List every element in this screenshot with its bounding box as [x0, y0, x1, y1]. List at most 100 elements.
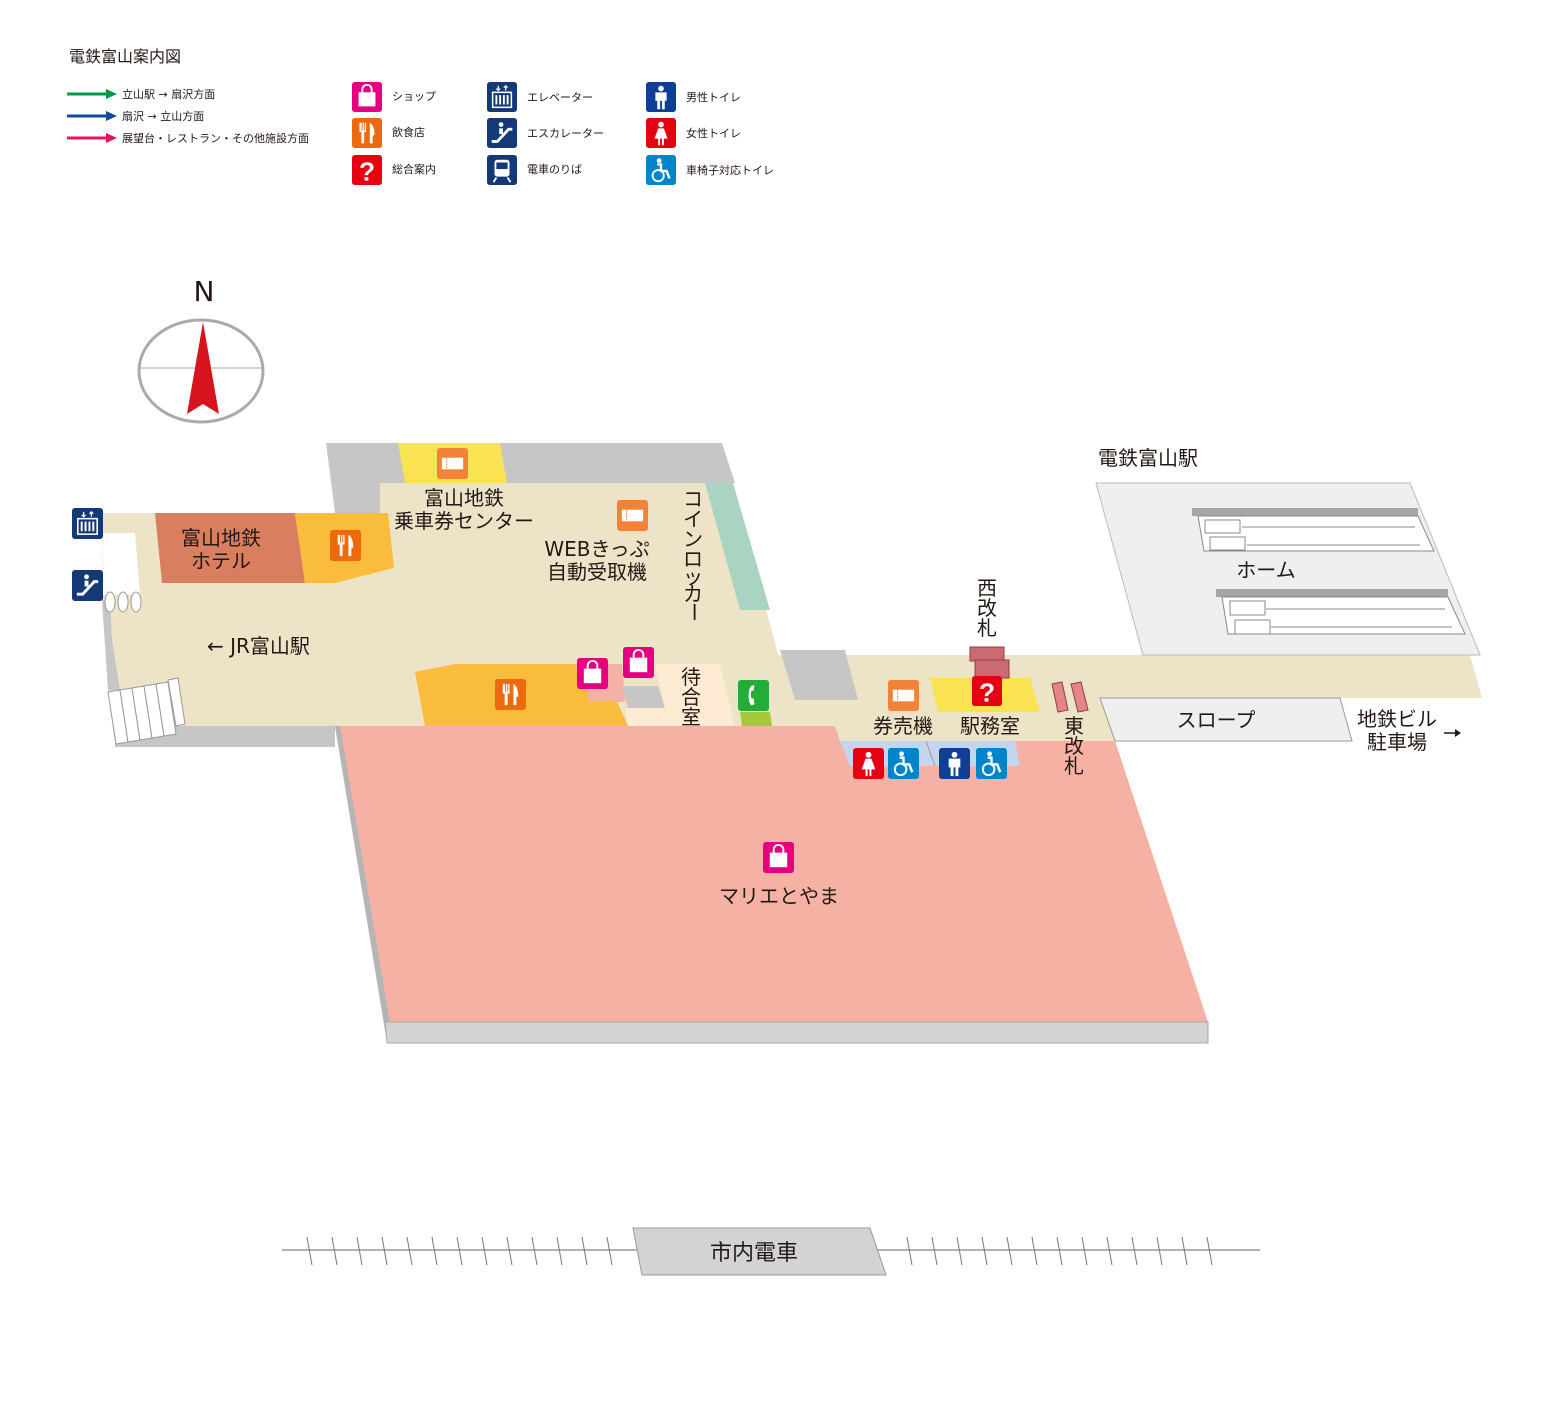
- ticket-machine-label: 券売機: [873, 714, 933, 738]
- ticket-icon: [437, 448, 468, 479]
- legend-label: 女性トイレ: [686, 126, 741, 140]
- track-tie: [981, 1236, 988, 1266]
- svg-text:ッ: ッ: [683, 565, 703, 589]
- route-label: 展望台・レストラン・その他施設方面: [122, 131, 309, 145]
- track-tie: [381, 1236, 388, 1266]
- female-toilet-icon: [646, 118, 676, 148]
- track-tie: [581, 1236, 588, 1266]
- svg-text:改: 改: [1064, 734, 1084, 758]
- hotel-label: ホテル: [191, 549, 251, 573]
- restaurant-icon: [352, 118, 382, 148]
- phone-icon: [738, 680, 769, 711]
- icon-legend: ショップ 飲食店 総合案内 エレベーター エスカレーター 電車のりば 男性トイレ…: [352, 82, 774, 185]
- route-label: 扇沢 → 立山方面: [122, 109, 204, 123]
- tram-stop: [632, 1227, 887, 1276]
- legend-label: エスカレーター: [527, 127, 604, 140]
- tram-track: 市内電車: [282, 1227, 1260, 1276]
- web-ticket-label: 自動受取機: [547, 560, 647, 584]
- legend-label: 車椅子対応トイレ: [686, 163, 774, 177]
- svg-text:カ: カ: [683, 582, 703, 606]
- legend-label: 電車のりば: [527, 162, 582, 176]
- slope-label: スロープ: [1177, 708, 1256, 732]
- svg-text:コ: コ: [683, 487, 703, 511]
- escalator-icon: [487, 118, 517, 148]
- west-gate-machines: [969, 646, 1010, 679]
- slope-area: [1099, 697, 1353, 742]
- svg-text:東: 東: [1064, 714, 1084, 738]
- ticket-center-label: 乗車券センター: [394, 509, 534, 533]
- legend-label: 飲食店: [392, 125, 425, 139]
- north-label: N: [194, 275, 215, 308]
- track-tie: [931, 1236, 938, 1266]
- track-tie: [1156, 1236, 1163, 1266]
- track-tie: [456, 1236, 463, 1266]
- track-tie: [556, 1236, 563, 1266]
- legend-label: エレベーター: [527, 91, 593, 104]
- track-tie: [906, 1236, 913, 1266]
- wheelchair-toilet-icon: [888, 748, 919, 779]
- ticket-center-label: 富山地鉄: [424, 486, 504, 510]
- marie-toyama-label: マリエとやま: [719, 884, 839, 908]
- svg-text:合: 合: [681, 685, 701, 709]
- ticket-icon: [617, 500, 648, 531]
- waiting-room: [625, 664, 735, 726]
- wheelchair-toilet-icon: [976, 748, 1007, 779]
- track-tie: [531, 1236, 538, 1266]
- train-icon: [487, 155, 517, 185]
- elevator-icon: [72, 508, 103, 539]
- track-tie: [356, 1236, 363, 1266]
- waiting-room-label: 待 合 室: [681, 665, 701, 729]
- hotel-label: 富山地鉄: [181, 526, 261, 550]
- track-tie: [331, 1236, 338, 1266]
- track-tie: [1131, 1236, 1138, 1266]
- track-tie: [306, 1236, 313, 1266]
- track-tie: [1006, 1236, 1013, 1266]
- east-gate-machines: [1051, 681, 1089, 713]
- track-tie: [1081, 1236, 1088, 1266]
- shop-icon: [763, 842, 794, 873]
- platform-label: ホーム: [1236, 558, 1295, 582]
- arrow-right-icon: [1444, 729, 1461, 737]
- track-tie: [1056, 1236, 1063, 1266]
- track-tie: [431, 1236, 438, 1266]
- female-toilet-icon: [853, 748, 884, 779]
- track-tie: [406, 1236, 413, 1266]
- shop-icon: [623, 647, 654, 678]
- track-tie: [1181, 1236, 1188, 1266]
- parking-label: 駐車場: [1367, 730, 1427, 754]
- track-tie: [481, 1236, 488, 1266]
- male-toilet-icon: [939, 748, 970, 779]
- track-tie: [1206, 1236, 1213, 1266]
- svg-text:ロ: ロ: [683, 547, 703, 571]
- floor-plan: [102, 443, 1482, 1044]
- svg-text:札: 札: [1064, 754, 1084, 778]
- svg-text:イ: イ: [683, 507, 703, 531]
- male-toilet-icon: [646, 82, 676, 112]
- elevator-icon: [487, 82, 517, 112]
- shop-icon: [577, 658, 608, 689]
- shop-icon: [352, 82, 382, 112]
- legend-label: 総合案内: [392, 162, 436, 176]
- marie-toyama-area: [335, 726, 1208, 1022]
- map-title: 電鉄富山案内図: [69, 47, 181, 66]
- tram-label: 市内電車: [710, 1241, 798, 1266]
- legend-label: ショップ: [392, 90, 436, 103]
- platform-tracks: [1197, 515, 1466, 635]
- info-icon: [352, 155, 382, 185]
- hotel-area: [155, 513, 305, 583]
- svg-text:ン: ン: [683, 527, 703, 551]
- jr-station-label[interactable]: ← JR富山駅: [207, 634, 310, 658]
- restaurant-icon: [330, 530, 361, 561]
- restaurant-icon: [495, 679, 526, 710]
- north-arrow-icon: [187, 322, 219, 414]
- coin-locker-label: コ イ ン ロ ッ カ ー: [682, 487, 706, 622]
- escalator-icon: [72, 570, 103, 601]
- info-icon: [972, 676, 1002, 706]
- wheelchair-toilet-icon: [646, 155, 676, 185]
- east-gate-label: 東 改 札: [1064, 714, 1084, 778]
- west-gate-label: 西 改 札: [977, 576, 997, 640]
- compass: N: [137, 275, 265, 424]
- track-tie: [1106, 1236, 1113, 1266]
- track-tie: [1031, 1236, 1038, 1266]
